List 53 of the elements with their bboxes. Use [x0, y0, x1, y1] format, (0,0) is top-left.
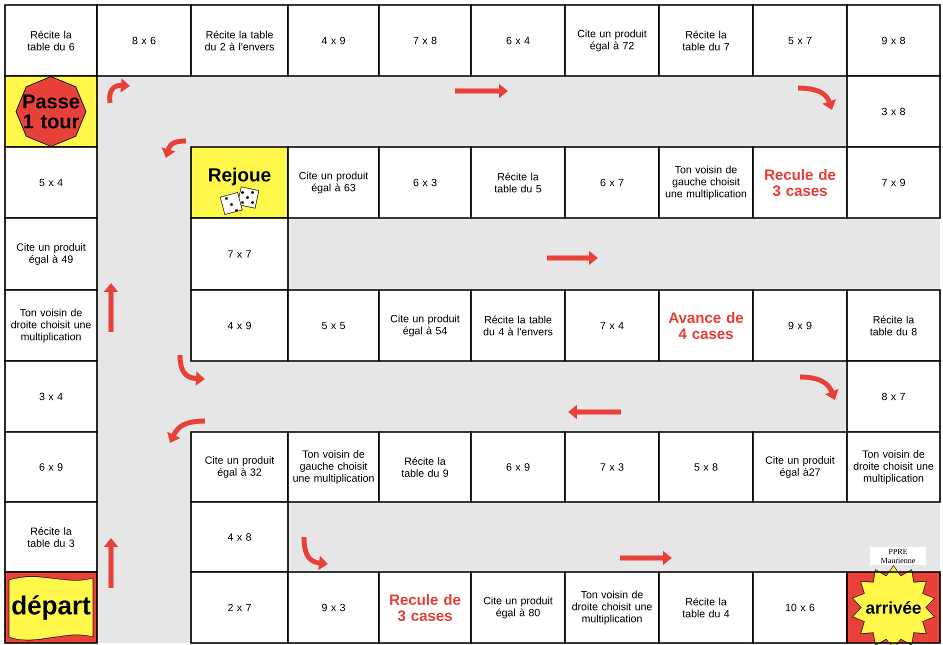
board-square: 6 x 4 — [470, 4, 566, 77]
board-square: 7 x 4 — [564, 289, 660, 362]
board-square: 7 x 9 — [846, 146, 941, 219]
board-square: 5 x 5 — [287, 289, 380, 362]
board-square: 5 x 8 — [658, 431, 754, 503]
board-square: Cite un produit égal à 54 — [378, 289, 472, 362]
board-square: 8 x 7 — [846, 360, 941, 433]
board-square: 9 x 8 — [846, 4, 941, 77]
board-square: 8 x 6 — [96, 4, 192, 77]
board-square: 5 x 7 — [752, 4, 848, 77]
board-square: Cite un produit égal à 63 — [287, 146, 380, 219]
board-square: 4 x 8 — [190, 501, 289, 573]
pass-turn-square: Passe 1 tour — [4, 75, 98, 148]
board-square: 3 x 8 — [846, 75, 941, 148]
board-square: Ton voisin de gauche choisit une multiplication — [658, 146, 754, 219]
bonus-square: Avance de 4 cases — [658, 289, 754, 362]
board-square: 6 x 7 — [564, 146, 660, 219]
board-square: Récite la table du 8 — [846, 289, 941, 362]
board-square: Récite la table du 9 — [378, 431, 472, 503]
board-square: Cite un produit égal à 49 — [4, 217, 98, 291]
board-square: Récite la table du 5 — [470, 146, 566, 219]
board-square: 7 x 3 — [564, 431, 660, 503]
board-square: Récite la table du 3 — [4, 501, 98, 573]
board-square: 6 x 3 — [378, 146, 472, 219]
board-square: 7 x 7 — [190, 217, 289, 291]
board-square: 6 x 9 — [4, 431, 98, 503]
board-square: Cite un produit égal à 72 — [564, 4, 660, 77]
board-square: 7 x 8 — [378, 4, 472, 77]
board-square: Ton voisin de droite choisit une multiplication — [4, 289, 98, 362]
board-square: 2 x 7 — [190, 571, 289, 644]
board-square: Cite un produit égal à 32 — [190, 431, 289, 503]
bonus-square: Recule de 3 cases — [378, 571, 472, 644]
board-square: Cite un produit égal à 80 — [470, 571, 566, 644]
board-square: 4 x 9 — [190, 289, 289, 362]
board-square: Ton voisin de droite choisit une multiplication — [846, 431, 941, 503]
board-square: 5 x 4 — [4, 146, 98, 219]
board-square: Ton voisin de droite choisit une multiplication — [564, 571, 660, 644]
board-square: Récite la table du 7 — [658, 4, 754, 77]
board-square: Cite un produit égal à27 — [752, 431, 848, 503]
board-square: 4 x 9 — [287, 4, 380, 77]
bonus-square: Recule de 3 cases — [752, 146, 848, 219]
start-square: départ — [4, 571, 98, 644]
board-square: Récite la table du 4 — [658, 571, 754, 644]
board-square: Récite la table du 6 — [4, 4, 98, 77]
board-square: 6 x 9 — [470, 431, 566, 503]
board-square: 9 x 9 — [752, 289, 848, 362]
board-square: 9 x 3 — [287, 571, 380, 644]
board-square: 10 x 6 — [752, 571, 848, 644]
board-square: Récite la table du 2 à l'envers — [190, 4, 289, 77]
board-square: Ton voisin de gauche choisit une multiplication — [287, 431, 380, 503]
board-square: 3 x 4 — [4, 360, 98, 433]
note-label: PPRE Maurienne — [870, 546, 926, 566]
board-square: Récite la table du 4 à l'envers — [470, 289, 566, 362]
